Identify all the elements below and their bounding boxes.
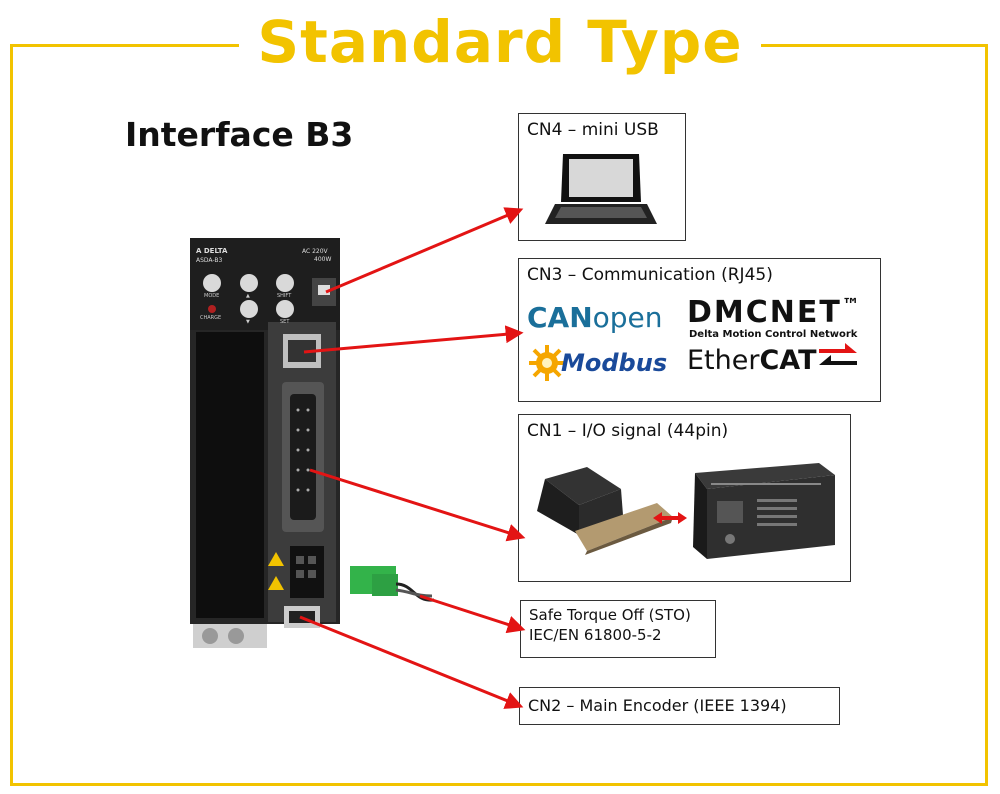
btn-shift-label: SHIFT <box>277 293 292 299</box>
canopen-logo: CANopen <box>527 301 663 334</box>
ethercat-arrow-icon <box>819 343 857 365</box>
drive-power: 400W <box>314 256 332 263</box>
ethercat-logo: EtherCAT <box>687 345 817 376</box>
dmcnet-subtitle: Delta Motion Control Network <box>689 329 858 340</box>
ethercat-ether: Ether <box>687 345 760 376</box>
arrow-cn3 <box>303 325 524 354</box>
subtitle: Interface B3 <box>125 115 354 154</box>
plc-controller-icon <box>693 463 835 559</box>
dmcnet-text: DMCNET <box>687 295 842 330</box>
cn3-label: CN3 – Communication (RJ45) <box>527 265 773 285</box>
sto-box: Safe Torque Off (STO) IEC/EN 61800-5-2 <box>520 600 716 658</box>
drive-brand: A DELTA <box>196 247 228 255</box>
charge-label: CHARGE <box>200 315 222 321</box>
btn-down-label: ▼ <box>246 319 250 325</box>
cn2-label: CN2 – Main Encoder (IEEE 1394) <box>528 696 787 715</box>
laptop-icon <box>545 154 657 224</box>
canopen-open: open <box>592 301 663 334</box>
sto-line-2: IEC/EN 61800-5-2 <box>529 626 662 644</box>
drive-voltage: AC 220V <box>302 248 328 255</box>
cn3-box: CN3 – Communication (RJ45) CANopen DMCNE… <box>518 258 881 402</box>
io-connector-icon <box>537 467 673 555</box>
modbus-star-icon <box>529 345 565 381</box>
double-arrow-icon <box>653 512 687 524</box>
sto-line-1: Safe Torque Off (STO) <box>529 606 691 624</box>
sto-port <box>290 546 324 598</box>
ethercat-cat: CAT <box>759 345 817 376</box>
arrow-sto <box>419 594 526 634</box>
cn4-label: CN4 – mini USB <box>527 120 659 140</box>
arrow-cn4 <box>325 207 524 294</box>
btn-set-label: SET <box>280 319 290 325</box>
btn-mode-label: MODE <box>204 293 220 299</box>
sto-label: Safe Torque Off (STO) IEC/EN 61800-5-2 <box>529 605 691 645</box>
keypad-buttons <box>203 274 294 318</box>
modbus-logo: Modbus <box>561 349 668 377</box>
dmcnet-tm: ™ <box>841 295 862 316</box>
dmcnet-logo: DMCNET™ <box>687 295 862 330</box>
page-title: Standard Type <box>239 2 761 82</box>
drive-front-panel <box>196 332 264 618</box>
cn1-box: CN1 – I/O signal (44pin) <box>518 414 851 582</box>
drive-model: ASDA-B3 <box>196 257 223 264</box>
btn-up-label: ▲ <box>246 293 250 299</box>
arrow-cn1 <box>309 468 526 542</box>
title-container: Standard Type <box>0 0 1000 90</box>
cn4-box: CN4 – mini USB <box>518 113 686 241</box>
cn2-box: CN2 – Main Encoder (IEEE 1394) <box>519 687 840 725</box>
canopen-can: CAN <box>527 301 593 334</box>
arrow-cn2 <box>299 615 524 709</box>
cn1-label: CN1 – I/O signal (44pin) <box>527 421 729 441</box>
